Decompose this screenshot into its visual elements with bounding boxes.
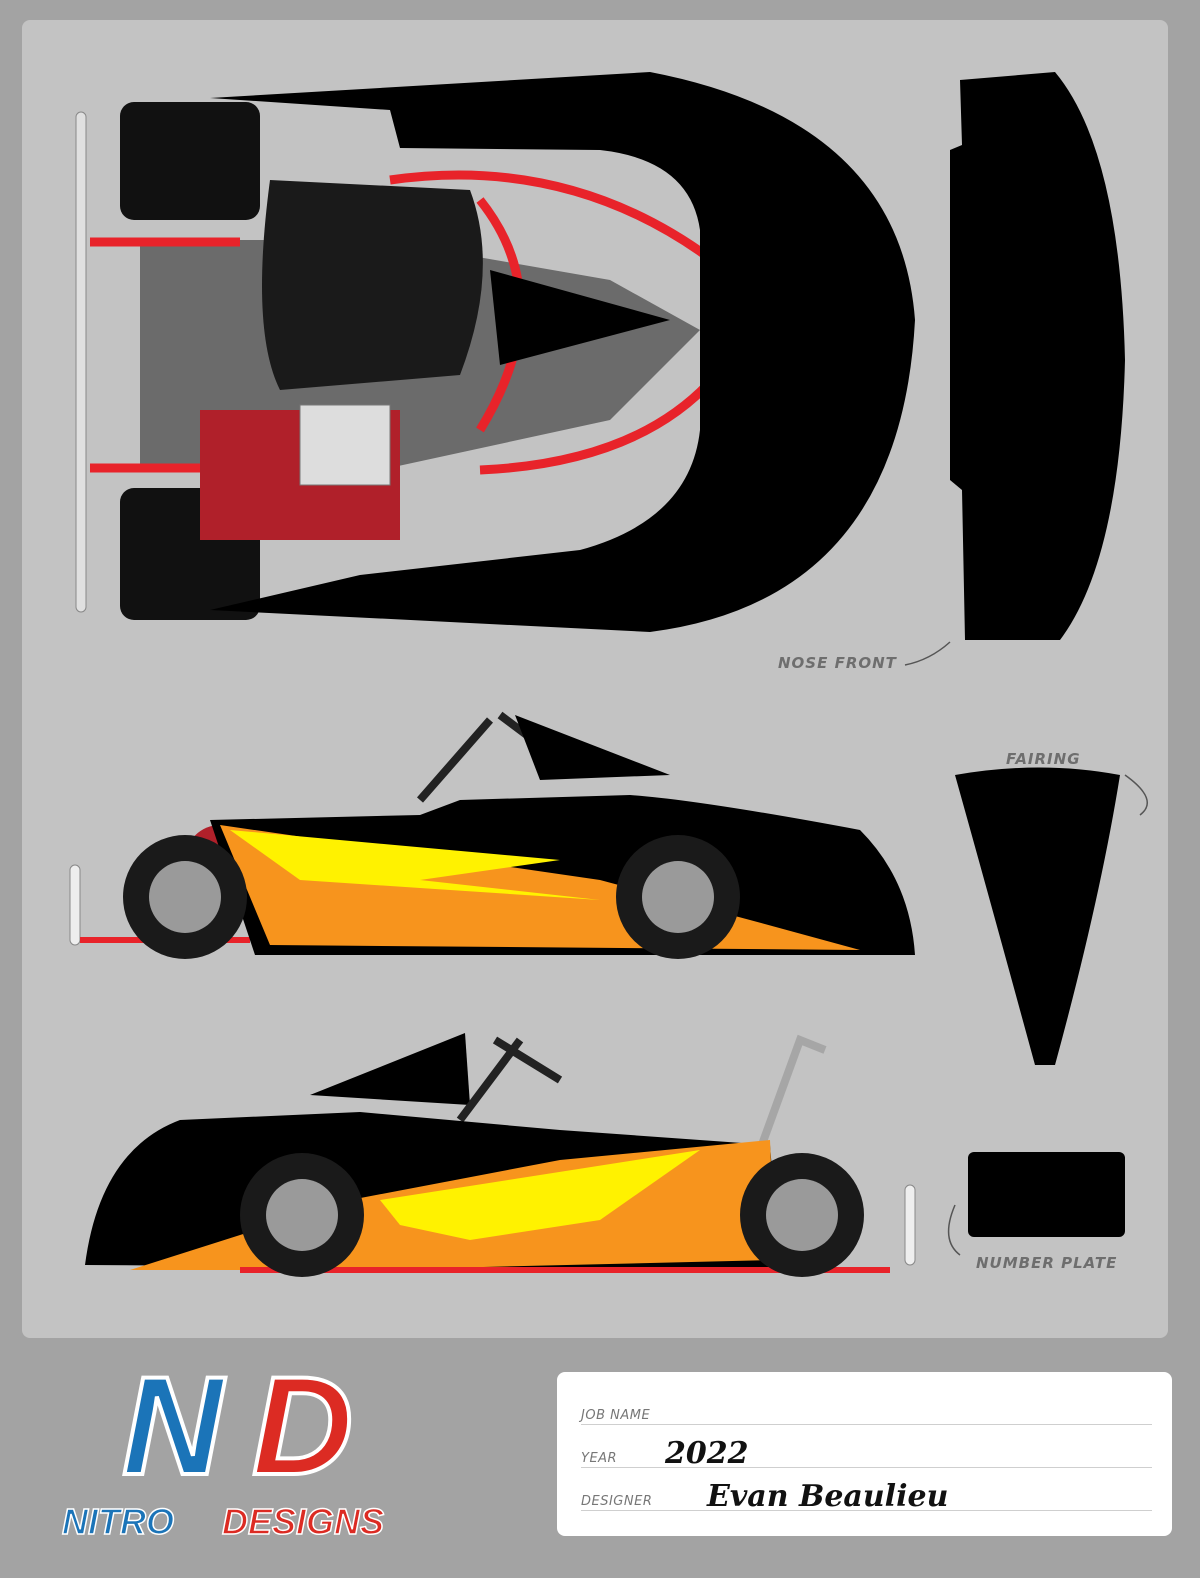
kart-side-view-right	[69, 711, 915, 959]
flame-yellow	[380, 1150, 700, 1240]
number-plate-panel	[968, 1152, 1125, 1237]
side-fairing	[310, 1033, 470, 1105]
nose-front-panel	[950, 72, 1125, 640]
rear-bumper	[75, 111, 87, 613]
kart-side-view-left	[85, 1033, 916, 1277]
side-fairing	[515, 715, 670, 780]
number-plate-arrow-icon	[947, 1204, 961, 1256]
fairing-panel	[955, 767, 1120, 1065]
job-name-field: JOB NAME	[581, 1394, 1152, 1425]
logo-n: N	[120, 1347, 225, 1504]
seat	[262, 180, 483, 390]
flame-yellow	[230, 830, 600, 900]
logo-word-nitro: NITRO	[61, 1501, 175, 1542]
nose-front-label: NOSE FRONT	[778, 654, 897, 672]
rear-tire-left	[120, 102, 260, 220]
logo-word-designs: DESIGNS	[221, 1501, 385, 1542]
steering-wheel	[456, 1036, 563, 1123]
nose-arrow-icon	[904, 641, 951, 666]
job-name-label: JOB NAME	[581, 1408, 651, 1423]
fairing-arrow-icon	[1124, 774, 1149, 816]
designer-field: DESIGNER Evan Beaulieu	[581, 1479, 1152, 1514]
job-info-card: JOB NAME YEAR 2022 DESIGNER Evan Beaulie…	[557, 1372, 1172, 1536]
side-pod-body	[210, 72, 915, 632]
engine-head	[299, 404, 391, 486]
top-fairing	[490, 270, 670, 365]
fairing-label: FAIRING	[1006, 750, 1081, 768]
number-plate-label: NUMBER PLATE	[976, 1254, 1118, 1272]
kart-top-view	[75, 72, 1125, 640]
year-label: YEAR	[581, 1451, 618, 1466]
designer-label: DESIGNER	[581, 1494, 653, 1509]
chassis-frame	[90, 170, 766, 475]
nitro-designs-logo: N D NITRO DESIGNS	[61, 1354, 462, 1544]
year-field: YEAR 2022	[581, 1436, 1152, 1471]
year-value: 2022	[665, 1436, 749, 1471]
logo-d: D	[250, 1347, 355, 1504]
designer-value: Evan Beaulieu	[707, 1479, 949, 1514]
